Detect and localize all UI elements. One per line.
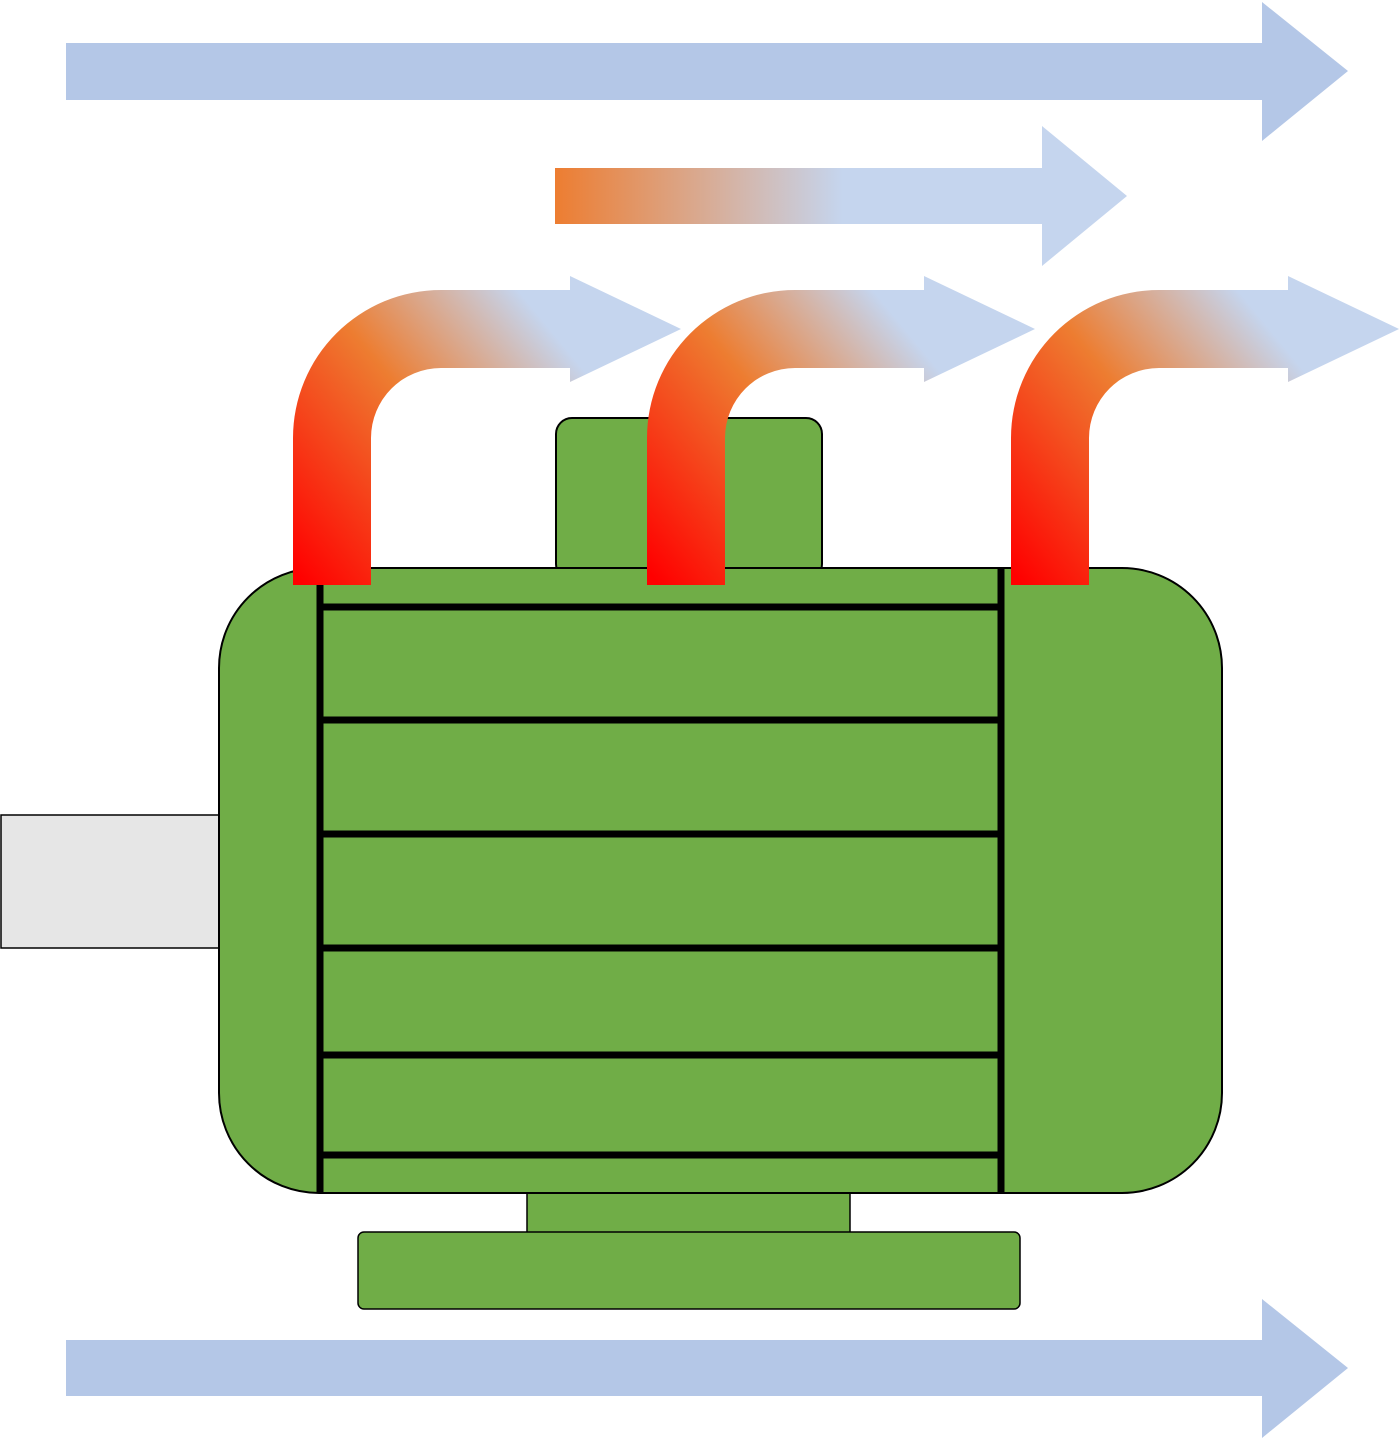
cool-air-arrow-top: [66, 2, 1348, 141]
cooling-fins: [320, 603, 1001, 1159]
motor-shaft: [0, 814, 224, 949]
mounting-neck: [526, 1184, 851, 1241]
mixed-air-arrow: [555, 126, 1127, 266]
heat-plume-arrow-1: [293, 276, 681, 585]
heat-plume-arrow-3: [1011, 276, 1399, 585]
heat-plume-arrow-2: [647, 276, 1035, 585]
motor-body: [218, 567, 1223, 1194]
base-plate: [357, 1231, 1021, 1310]
cool-air-arrow-bottom: [66, 1299, 1348, 1438]
